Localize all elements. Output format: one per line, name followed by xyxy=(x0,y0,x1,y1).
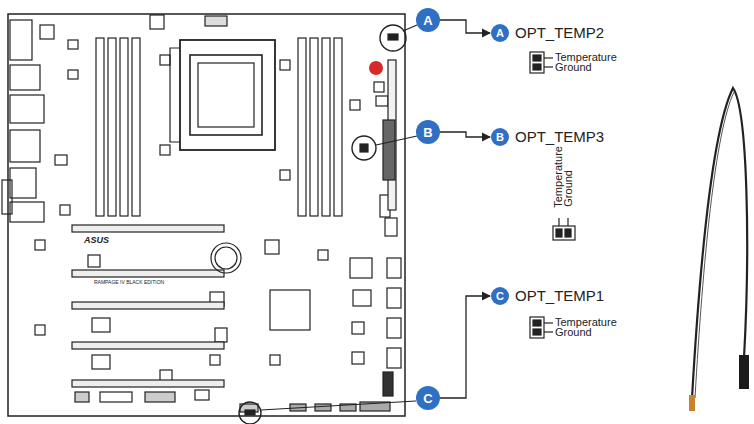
callout-arrow xyxy=(440,20,490,33)
callout-node: BOPT_TEMP3 xyxy=(491,128,509,146)
header-name: OPT_TEMP2 xyxy=(515,24,604,41)
callout-node: A xyxy=(416,8,440,32)
callout-arrow xyxy=(440,296,490,398)
callout-letter: C xyxy=(416,386,440,410)
leader-line xyxy=(403,25,417,31)
temp-header xyxy=(388,34,398,40)
callout-ring xyxy=(239,402,261,424)
board-marking: RAMPAGE IV BLACK EDITION xyxy=(94,280,164,286)
callout-node: AOPT_TEMP2 xyxy=(491,24,509,42)
callout-node: B xyxy=(416,120,440,144)
temp-header xyxy=(360,144,368,152)
callout-node: COPT_TEMP1 xyxy=(491,287,509,305)
callout-arrow xyxy=(440,132,490,137)
temp-header xyxy=(245,410,255,415)
battery xyxy=(211,243,241,273)
callout-letter: A xyxy=(416,8,440,32)
board-outline xyxy=(8,14,405,416)
pin-name: Ground xyxy=(555,61,592,73)
edge-connectors xyxy=(383,60,401,396)
leader-line xyxy=(261,401,416,410)
callout-letter: C xyxy=(491,287,509,305)
rear-io xyxy=(2,20,67,222)
memory-slots xyxy=(96,38,342,216)
callout-letter: A xyxy=(491,24,509,42)
callout-letter: B xyxy=(416,120,440,144)
pin-name: Ground xyxy=(562,170,574,207)
header-name: OPT_TEMP3 xyxy=(515,128,604,145)
board-marking: ASUS xyxy=(84,236,109,246)
callout-ring xyxy=(352,136,376,160)
expansion-slots xyxy=(72,225,224,387)
sensor-cable xyxy=(689,88,749,411)
callout-letter: B xyxy=(491,128,509,146)
header-name: OPT_TEMP1 xyxy=(515,287,604,304)
small-components xyxy=(35,15,397,412)
red-header xyxy=(369,61,383,75)
callout-node: C xyxy=(416,386,440,410)
pin-name: Ground xyxy=(555,326,592,338)
battery xyxy=(215,247,237,269)
callout-ring xyxy=(380,25,406,51)
leader-line xyxy=(376,136,417,145)
cpu-socket xyxy=(170,40,275,150)
